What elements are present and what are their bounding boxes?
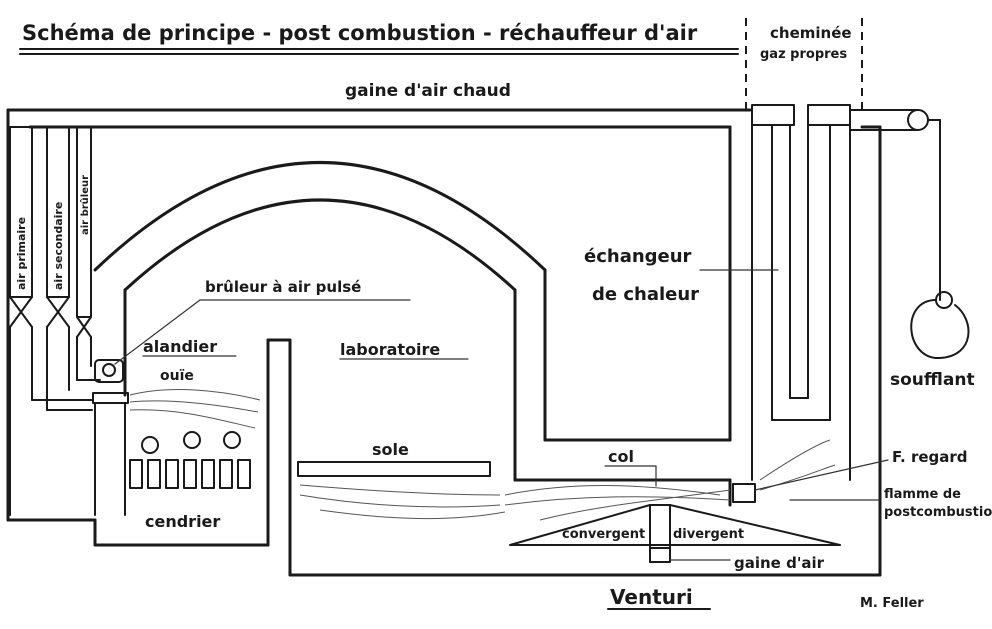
- label-col: col: [608, 447, 634, 466]
- label-flamme-2: postcombustion: [884, 505, 992, 520]
- label-alandier: alandier: [143, 337, 217, 356]
- label-f-regard: F. regard: [892, 448, 968, 466]
- hot-air-duct-label: gaine d'air chaud: [345, 81, 511, 101]
- air-pipes: [9, 126, 101, 516]
- sole-plate: [297, 461, 491, 477]
- label-gaine-air: gaine d'air: [734, 554, 825, 572]
- sight-hole: [732, 483, 756, 503]
- blower: [849, 109, 970, 360]
- vault-arch: [93, 125, 732, 507]
- label-air-primaire: air primaire: [15, 217, 28, 290]
- firebox: [94, 402, 251, 516]
- label-laboratoire: laboratoire: [340, 340, 440, 359]
- label-cendrier: cendrier: [145, 512, 220, 531]
- label-ouie: ouïe: [160, 368, 194, 384]
- author-signature: M. Feller: [860, 596, 924, 611]
- postcombustion-flame: [504, 439, 836, 521]
- chimney-label-1: cheminée: [770, 24, 852, 42]
- ouie-opening: [92, 392, 129, 404]
- diagram-title: Schéma de principe - post combustion - r…: [22, 21, 698, 45]
- label-flamme-1: flamme de: [884, 487, 961, 502]
- label-echangeur-1: échangeur: [584, 246, 692, 267]
- label-convergent: convergent: [562, 527, 645, 542]
- label-air-secondaire: air secondaire: [52, 202, 65, 290]
- sole-flow: [299, 484, 506, 520]
- venturi-throat: [509, 504, 841, 563]
- label-venturi: Venturi: [610, 585, 693, 609]
- burner: [94, 299, 201, 383]
- label-echangeur-2: de chaleur: [592, 284, 699, 305]
- f-regard-leader: [754, 459, 889, 491]
- heat-exchanger: [751, 104, 851, 481]
- label-sole: sole: [372, 440, 409, 459]
- combustion-flow: [129, 389, 261, 429]
- label-soufflant: soufflant: [890, 370, 975, 390]
- label-air-bruleur: air brûleur: [79, 175, 91, 235]
- label-divergent: divergent: [673, 527, 744, 542]
- chimney-label-2: gaz propres: [760, 47, 847, 62]
- chimney-boundary: [745, 18, 863, 112]
- furnace-shell: [6, 108, 882, 577]
- label-bruleur: brûleur à air pulsé: [205, 278, 361, 296]
